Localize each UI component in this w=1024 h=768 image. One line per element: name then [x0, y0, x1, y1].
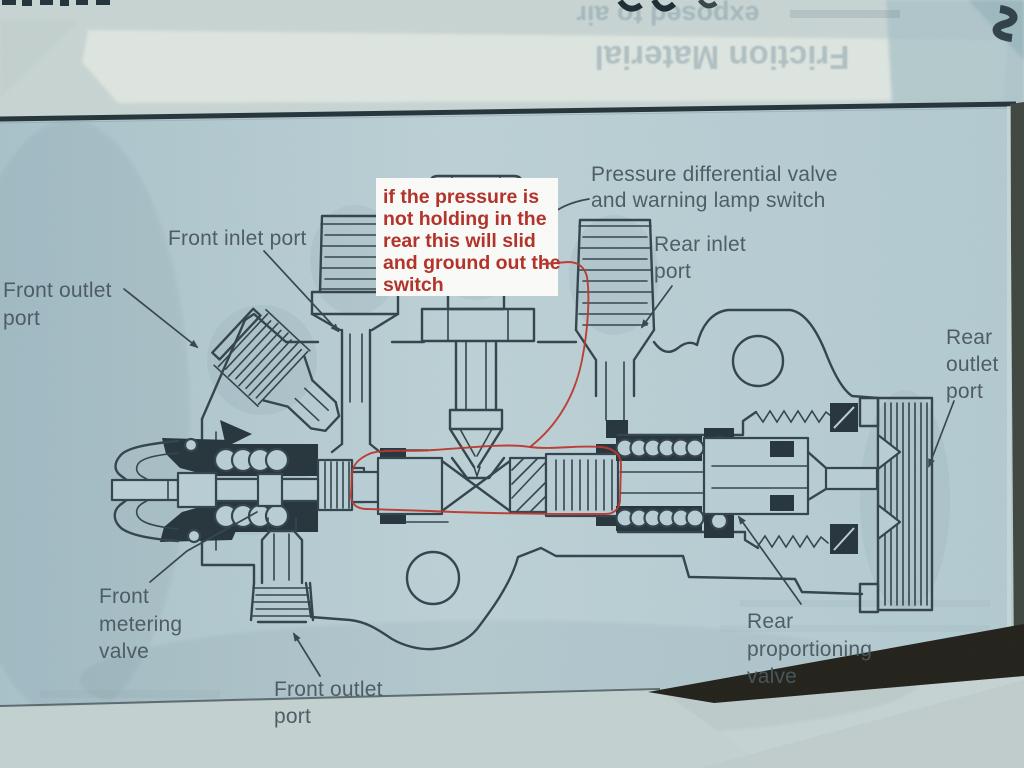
diagram-canvas: exposed to air Friction Material [0, 0, 1024, 768]
scanned-brake-valve-diagram-photo: exposed to air Friction Material [0, 0, 1024, 768]
photo-grain-overlay [0, 0, 1024, 768]
